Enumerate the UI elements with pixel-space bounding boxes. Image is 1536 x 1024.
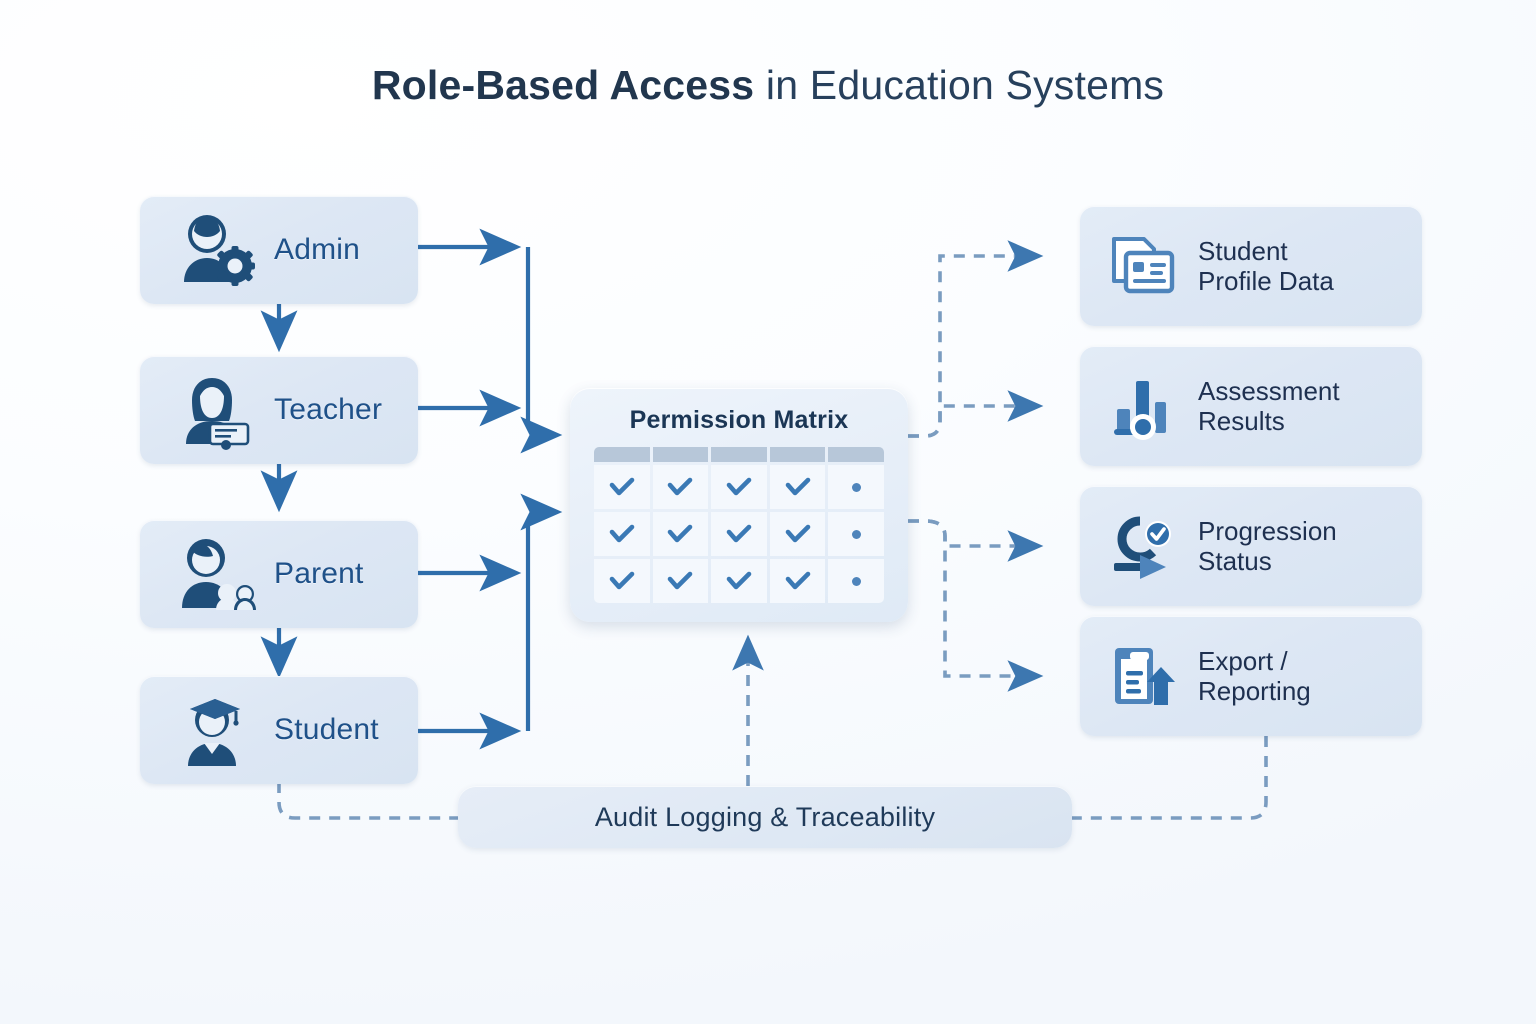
matrix-cell-dot[interactable] [828,512,884,556]
role-card-teacher[interactable]: Teacher [140,356,418,464]
matrix-cell-check[interactable] [652,512,709,556]
check-icon [785,477,810,496]
matrix-cell-check[interactable] [769,559,826,603]
matrix-cell-check[interactable] [711,465,767,509]
audit-label: Audit Logging & Traceability [594,801,936,832]
role-label: Parent [274,557,364,590]
matrix-cell-check[interactable] [769,465,826,509]
resource-card-student-profile-data[interactable]: Student Profile Data [1080,206,1422,326]
permission-matrix-card[interactable]: Permission Matrix [570,388,908,622]
check-icon [668,477,693,496]
page-title: Role-Based Access in Education Systems [0,62,1536,109]
check-icon [609,571,635,590]
matrix-header-cell [594,447,650,462]
matrix-header-cell [769,447,826,462]
bar-chart-icon [1114,381,1166,440]
wire-matrix-export [908,519,1044,692]
matrix-cell-check[interactable] [711,512,767,556]
resource-label: Progression Status [1198,515,1337,576]
wire-matrix-assessment [908,390,1044,438]
check-icon [668,524,693,543]
matrix-cell-check[interactable] [769,512,826,556]
dot-icon [851,576,861,586]
profile-card-icon [1112,237,1175,294]
wire-student-audit [277,782,458,820]
matrix-cell-check[interactable] [652,559,709,603]
permission-matrix-title: Permission Matrix [629,406,849,434]
wire-bus-bottom-matrix [520,493,563,731]
role-card-parent[interactable]: Parent [140,520,418,628]
role-label: Student [274,713,379,746]
matrix-header-cell [711,447,767,462]
resource-card-progression-status[interactable]: Progression Status [1080,486,1422,606]
wire-matrix-progression [908,519,1044,562]
resource-label: Student Profile Data [1198,235,1334,296]
resource-label: Export / Reporting [1198,645,1311,706]
matrix-cell-dot[interactable] [828,559,884,603]
check-icon [785,571,810,590]
wire-export-audit [1072,736,1268,820]
resource-label: Assessment Results [1198,375,1340,436]
check-icon [609,477,635,496]
title-strong: Role-Based Access [371,62,755,108]
check-icon [726,571,752,590]
check-icon [668,571,693,590]
wire-bus-top-matrix [520,247,563,454]
role-card-student[interactable]: Student [140,676,418,784]
progress-check-icon [1114,516,1171,579]
graduate-cap-icon [188,699,240,766]
check-icon [785,524,810,543]
resource-card-assessment-results[interactable]: Assessment Results [1080,346,1422,466]
matrix-cell-check[interactable] [652,465,709,509]
matrix-header-cell [652,447,709,462]
export-upload-icon [1115,648,1175,705]
check-icon [726,477,752,496]
role-card-admin[interactable]: Admin [140,196,418,304]
audit-logging-bar[interactable]: Audit Logging & Traceability [458,786,1072,848]
title-light: in Education Systems [754,62,1165,108]
dot-icon [851,529,861,539]
matrix-cell-dot[interactable] [828,465,884,509]
dot-icon [851,482,861,492]
resource-card-export-reporting[interactable]: Export / Reporting [1080,616,1422,736]
matrix-header-cell [828,447,884,462]
role-label: Admin [274,233,361,266]
wire-matrix-student-profile [908,240,1044,438]
parent-children-icon [182,539,256,610]
role-label: Teacher [274,393,383,426]
user-gear-icon [184,215,255,286]
check-icon [726,524,752,543]
permission-matrix-grid [594,447,884,603]
matrix-cell-check[interactable] [594,559,650,603]
matrix-cell-check[interactable] [594,512,650,556]
matrix-cell-check[interactable] [594,465,650,509]
check-icon [609,524,635,543]
matrix-cell-check[interactable] [711,559,767,603]
teacher-badge-icon [186,378,250,450]
